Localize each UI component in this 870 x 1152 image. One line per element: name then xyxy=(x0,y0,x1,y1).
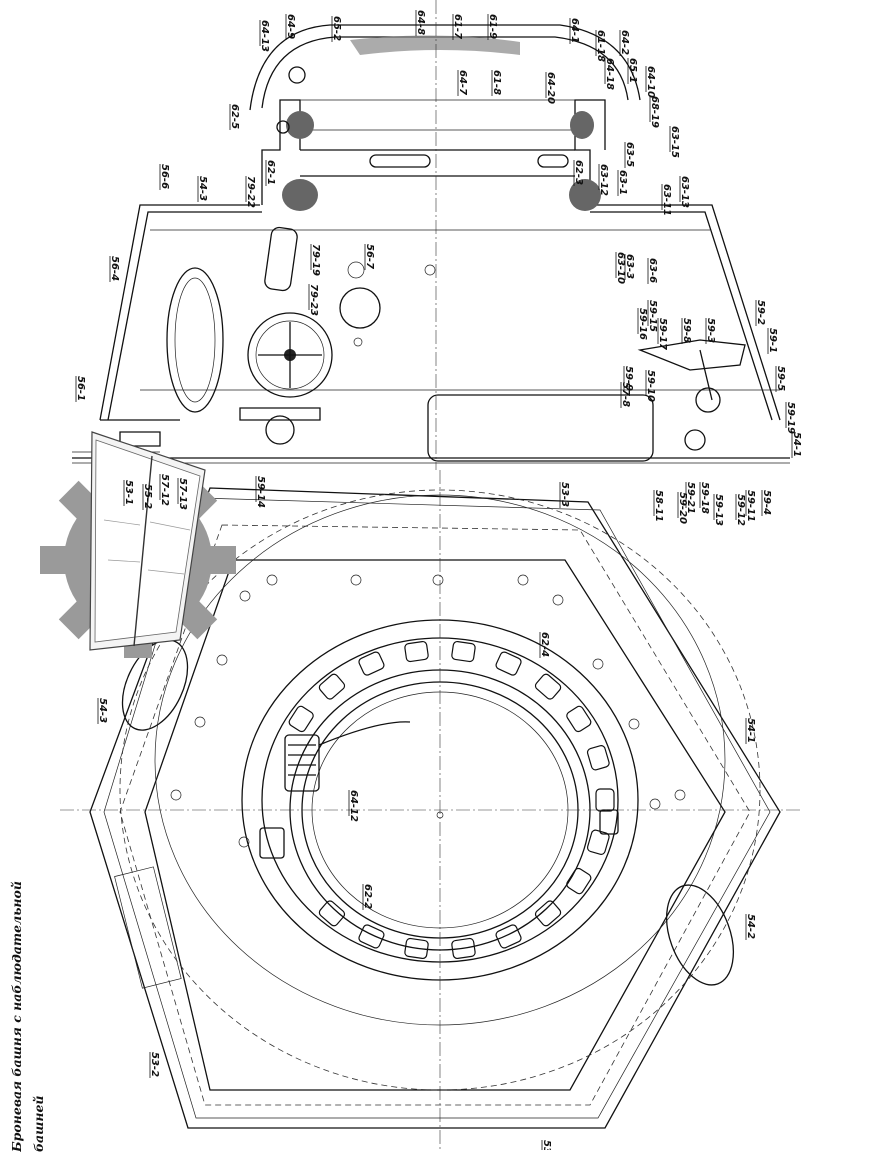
part-label: 59-21 xyxy=(685,482,696,514)
part-label: 57-13 xyxy=(177,478,188,510)
part-label: 59-8 xyxy=(681,318,692,343)
part-label: 59-20 xyxy=(677,492,688,524)
periscope-window xyxy=(495,924,522,949)
part-label: 59-4 xyxy=(761,490,772,515)
periscope-window xyxy=(495,651,522,676)
periscope-window xyxy=(451,937,476,960)
part-label: 53-2 xyxy=(149,1052,160,1077)
periscope-window xyxy=(318,673,346,700)
part-label: 68-19 xyxy=(649,96,660,128)
part-label: 63-11 xyxy=(661,184,672,216)
part-label: 59-13 xyxy=(713,494,724,526)
part-label: 64-12 xyxy=(348,790,359,822)
part-label: 63-15 xyxy=(669,126,680,158)
part-label: 57-12 xyxy=(159,474,170,506)
periscope-window xyxy=(318,900,346,927)
part-label: 64-9 xyxy=(285,14,296,39)
part-label: 64-20 xyxy=(545,72,556,104)
periscope-window xyxy=(358,924,385,949)
part-label: 62-4 xyxy=(539,632,550,657)
periscope-window xyxy=(404,640,429,663)
part-label: 64-18 xyxy=(604,58,615,90)
part-label: 63-13 xyxy=(679,176,690,208)
part-label: 59-18 xyxy=(699,482,710,514)
part-label: 56-1 xyxy=(75,376,86,401)
part-label: 64-1 xyxy=(569,18,580,43)
periscope-window xyxy=(566,705,592,733)
part-label: 64-2 xyxy=(619,30,630,55)
part-label: 63-10 xyxy=(615,252,626,284)
periscope-window xyxy=(595,788,615,812)
bolt-holes xyxy=(170,574,686,848)
section-view xyxy=(72,0,790,470)
part-label: 64-7 xyxy=(457,70,468,95)
part-label: 59-17 xyxy=(657,318,668,350)
part-label: 79-19 xyxy=(310,244,321,276)
part-label: 79-22 xyxy=(245,176,256,208)
part-label: 63-12 xyxy=(598,164,609,196)
periscope-window xyxy=(288,705,314,733)
periscope-window xyxy=(451,640,476,663)
drawing-caption: Броневая башня с наблюдательной башней xyxy=(9,881,46,1152)
part-label: 59-2 xyxy=(755,300,766,325)
part-label: 64-10 xyxy=(645,66,656,98)
periscope-windows xyxy=(288,640,615,960)
part-label: 59-19 xyxy=(785,402,796,434)
part-label: 61-18 xyxy=(595,30,606,62)
part-label: 56-6 xyxy=(159,164,170,189)
part-label: 63-1 xyxy=(617,170,628,195)
part-label: 53-3 xyxy=(559,482,570,507)
periscope-window xyxy=(586,829,610,855)
part-label: 63-3 xyxy=(624,254,635,279)
part-label: 59-16 xyxy=(637,308,648,340)
periscope-window xyxy=(358,651,385,676)
part-label: 55-2 xyxy=(142,484,153,509)
part-label: 62-3 xyxy=(573,160,584,185)
part-label: 56-4 xyxy=(109,256,120,281)
plan-view xyxy=(60,470,800,1150)
periscope-window xyxy=(586,745,610,771)
part-label: 59-14 xyxy=(255,476,266,508)
periscope-window xyxy=(534,673,562,700)
part-label: 54-1 xyxy=(745,718,756,743)
part-label: 54-3 xyxy=(197,176,208,201)
part-labels: 64-13 64-9 65-2 64-8 61-7 61-9 64-1 61-18 64-2 64… xyxy=(75,10,802,1150)
part-label: 54-1 xyxy=(791,432,802,457)
part-label: 57-8 xyxy=(620,382,631,407)
part-label: 53-4 xyxy=(541,1140,552,1150)
part-label: 59-3 xyxy=(705,318,716,343)
part-label: 59-9 xyxy=(623,366,634,391)
part-label: 62-5 xyxy=(229,104,240,129)
part-label: 61-8 xyxy=(491,70,502,95)
part-label: 58-11 xyxy=(653,490,664,522)
part-label: 61-7 xyxy=(452,14,463,39)
periscope-window xyxy=(566,867,592,895)
spring-latch xyxy=(259,721,619,859)
part-label: 59-12 xyxy=(735,494,746,526)
part-label: 59-5 xyxy=(775,366,786,391)
gear-book-logo xyxy=(40,431,236,658)
part-label: 62-1 xyxy=(265,160,276,185)
part-label: 59-10 xyxy=(645,370,656,402)
part-label: 61-9 xyxy=(487,14,498,39)
part-label: 79-23 xyxy=(308,284,319,316)
part-label: 59-11 xyxy=(745,490,756,522)
part-label: 65-1 xyxy=(627,58,638,83)
part-label: 59-1 xyxy=(767,328,778,353)
part-label: 64-13 xyxy=(259,20,270,52)
part-label: 65-2 xyxy=(331,16,342,41)
part-label: 64-8 xyxy=(415,10,426,35)
part-label: 62-2 xyxy=(362,884,373,909)
part-label: 56-7 xyxy=(364,244,375,269)
part-label: 54-2 xyxy=(745,914,756,939)
part-label: 63-6 xyxy=(647,258,658,283)
part-label: 63-5 xyxy=(624,142,635,167)
periscope-window xyxy=(404,937,429,960)
part-label: 53-1 xyxy=(123,480,134,505)
part-label: 59-15 xyxy=(647,300,658,332)
periscope-window xyxy=(534,900,562,927)
part-label: 54-3 xyxy=(97,698,108,723)
